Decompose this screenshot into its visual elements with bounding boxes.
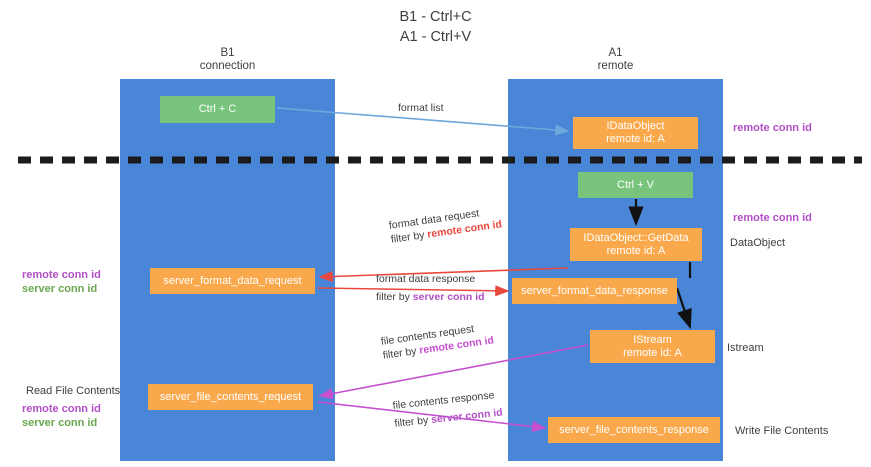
edge-label-format-list: format list [398, 102, 444, 114]
node-istream-sub: remote id: A [623, 346, 682, 359]
node-ctrl-c[interactable]: Ctrl + C [160, 96, 275, 123]
edge-label-format-data-request: format data request filter by remote con… [388, 203, 503, 246]
title-line-1: B1 - Ctrl+C [399, 9, 472, 25]
edge-label-file-contents-response-highlight: server conn id [430, 406, 504, 426]
node-server-format-data-request-label: server_format_data_request [163, 274, 302, 287]
annotation-remote-conn-id-top: remote conn id [733, 122, 812, 134]
annotation-read-file-contents: Read File Contents [26, 385, 121, 397]
annotation-left-conn-ids: remote conn id server conn id [22, 268, 101, 296]
node-getdata[interactable]: IDataObject::GetData remote id: A [570, 228, 702, 261]
edge-label-format-data-response-line1: format data response [376, 273, 476, 285]
node-server-file-contents-request[interactable]: server_file_contents_request [148, 384, 313, 410]
lane-header-a1: A1 remote [533, 47, 698, 73]
lane-b1-title: B1 [220, 47, 235, 59]
node-idataobject[interactable]: IDataObject remote id: A [573, 117, 698, 149]
annotation-left-conn-ids-2: remote conn id server conn id [22, 402, 101, 430]
node-getdata-label: IDataObject::GetData [583, 231, 689, 244]
edge-label-file-contents-response-prefix: filter by [393, 414, 432, 430]
annotation-write-file-contents: Write File Contents [735, 425, 829, 437]
node-ctrl-c-label: Ctrl + C [198, 103, 237, 115]
annotation-istream: Istream [727, 342, 764, 354]
node-idataobject-sub: remote id: A [606, 133, 665, 145]
node-getdata-sub: remote id: A [606, 244, 666, 257]
lane-a1-title: A1 [608, 47, 623, 59]
lane-a1-subtitle: remote [597, 60, 634, 72]
edge-label-file-contents-response: file contents response filter by server … [392, 388, 503, 431]
annotation-left-server-conn-id-2: server conn id [22, 417, 98, 429]
annotation-left-remote-conn-id: remote conn id [22, 269, 101, 281]
node-istream[interactable]: IStream remote id: A [590, 330, 715, 363]
lane-header-b1: B1 connection [145, 47, 310, 73]
node-server-format-data-response-label: server_format_data_response [521, 284, 668, 297]
edge-label-file-contents-request-prefix: filter by [382, 344, 421, 362]
node-server-file-contents-request-label: server_file_contents_request [159, 390, 302, 403]
edge-label-format-data-response: format data response filter by server co… [376, 272, 485, 304]
node-server-file-contents-response-label: server_file_contents_response [559, 423, 709, 436]
annotation-dataobject: DataObject [730, 237, 786, 249]
edge-label-format-data-request-prefix: filter by [390, 228, 429, 246]
node-ctrl-v-label: Ctrl + V [617, 178, 654, 191]
node-server-format-data-request[interactable]: server_format_data_request [150, 268, 315, 294]
node-ctrl-v[interactable]: Ctrl + V [578, 172, 693, 198]
title-line-2: A1 - Ctrl+V [399, 29, 472, 45]
annotation-left-remote-conn-id-2: remote conn id [22, 403, 101, 415]
node-idataobject-label: IDataObject [606, 120, 665, 132]
edge-label-format-data-response-highlight: server conn id [412, 291, 485, 303]
annotation-remote-conn-id-mid: remote conn id [733, 212, 812, 224]
edge-label-format-data-response-prefix: filter by [376, 291, 413, 303]
annotation-left-server-conn-id: server conn id [22, 283, 98, 295]
edge-label-file-contents-request: file contents request filter by remote c… [380, 319, 495, 362]
lane-b1-subtitle: connection [199, 60, 256, 72]
page-title: B1 - Ctrl+C A1 - Ctrl+V [0, 7, 871, 47]
node-server-file-contents-response[interactable]: server_file_contents_response [548, 417, 720, 443]
node-server-format-data-response[interactable]: server_format_data_response [512, 278, 677, 304]
node-istream-label: IStream [633, 333, 672, 346]
